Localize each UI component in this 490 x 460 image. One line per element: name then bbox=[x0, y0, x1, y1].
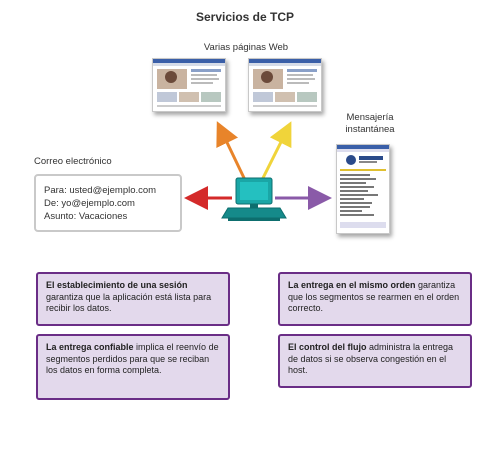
card-heading: El establecimiento de una sesión bbox=[46, 280, 188, 290]
instant-messaging-label: Mensajería instantánea bbox=[332, 112, 408, 136]
email-from: De: yo@ejemplo.com bbox=[44, 198, 135, 209]
card-text: garantiza que la aplicación está lista p… bbox=[46, 291, 212, 314]
web-page-screenshot-2 bbox=[248, 58, 322, 112]
flow-control-card: El control del flujo administra la entre… bbox=[278, 334, 472, 388]
card-heading: La entrega confiable bbox=[46, 342, 134, 352]
im-client-thumbnail-icon bbox=[337, 145, 389, 228]
email-subject: Asunto: Vacaciones bbox=[44, 211, 128, 222]
page-title: Servicios de TCP bbox=[195, 10, 295, 24]
card-text: garantiza que los segmentos se rearmen e… bbox=[288, 280, 460, 313]
card-text: implica el reenvío de segmentos perdidos… bbox=[46, 342, 219, 375]
arrow-to-web-page-2 bbox=[260, 121, 292, 181]
web-page-thumbnail-icon bbox=[153, 59, 225, 107]
card-heading: El control del flujo bbox=[288, 342, 367, 352]
web-pages-label: Varias páginas Web bbox=[203, 42, 289, 53]
web-page-screenshot-1 bbox=[152, 58, 226, 112]
web-page-thumbnail-icon bbox=[249, 59, 321, 107]
session-establishment-card: El establecimiento de una sesión garanti… bbox=[36, 272, 230, 326]
im-label-line1: Mensajería bbox=[346, 112, 394, 123]
email-message-box: Para: usted@ejemplo.com De: yo@ejemplo.c… bbox=[34, 174, 182, 232]
arrow-to-web-page-1 bbox=[216, 121, 247, 181]
same-order-delivery-card: La entrega en el mismo orden garantiza q… bbox=[278, 272, 472, 326]
card-heading: La entrega en el mismo orden bbox=[288, 280, 416, 290]
email-to: Para: usted@ejemplo.com bbox=[44, 185, 157, 196]
email-label: Correo electrónico bbox=[34, 156, 112, 167]
instant-messaging-window bbox=[336, 144, 390, 234]
computer-icon bbox=[221, 177, 287, 221]
reliable-delivery-card: La entrega confiable implica el reenvío … bbox=[36, 334, 230, 400]
card-text: administra la entrega de datos si se obs… bbox=[288, 342, 454, 375]
im-label-line2: instantánea bbox=[345, 124, 395, 135]
